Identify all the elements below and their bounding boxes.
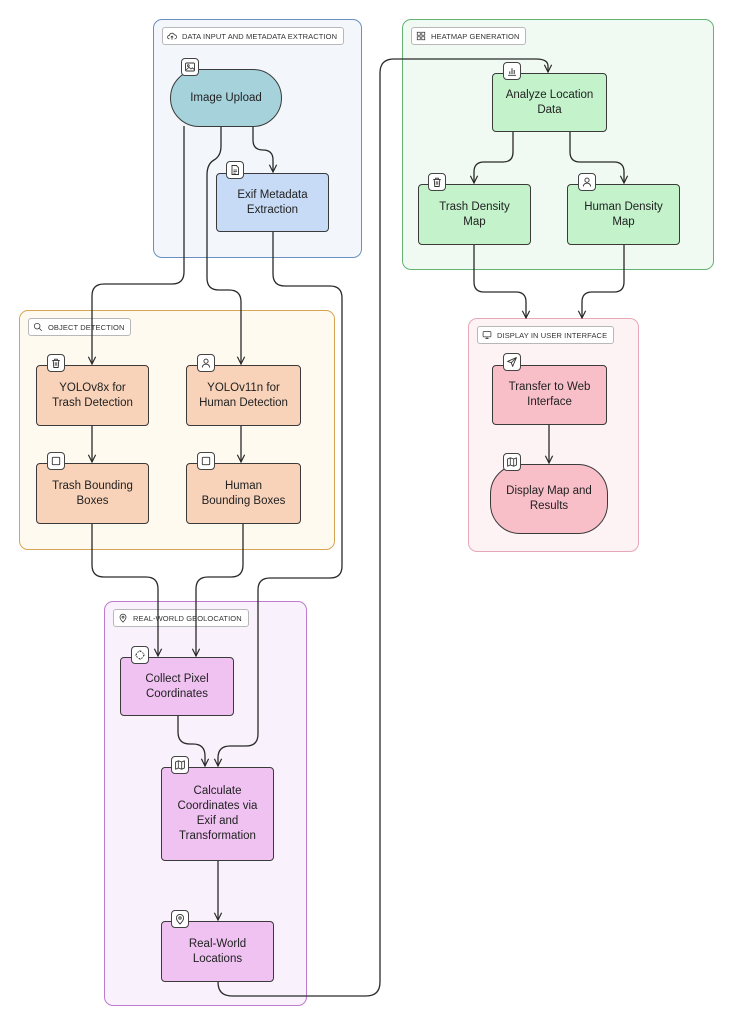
send-icon [503,353,521,371]
cloud-upload-icon [167,32,177,40]
group-label-data-input: DATA INPUT AND METADATA EXTRACTION [162,27,345,45]
node-image-upload[interactable]: Image Upload [170,69,282,127]
node-label: YOLOv8x for Trash Detection [52,381,133,409]
grid-icon [416,31,426,41]
group-title: DISPLAY IN USER INTERFACE [497,330,608,340]
node-trash-density-map[interactable]: Trash Density Map [418,184,531,245]
node-label: Trash Bounding Boxes [52,479,133,507]
node-human-bounding-boxes[interactable]: Human Bounding Boxes [186,463,301,524]
node-calculate-coordinates[interactable]: Calculate Coordinates via Exif and Trans… [161,767,274,861]
document-icon [226,161,244,179]
group-label-heatmap: HEATMAP GENERATION [411,27,527,45]
node-label: Analyze Location Data [505,88,594,116]
map-icon [171,756,189,774]
node-analyze-location-data[interactable]: Analyze Location Data [492,73,607,132]
map-pin-icon [171,910,189,928]
node-label: Exif Metadata Extraction [237,188,308,216]
map-icon [503,453,521,471]
trash-icon [428,173,446,191]
bar-chart-icon [503,62,521,80]
group-title: OBJECT DETECTION [48,322,125,332]
crosshair-icon [131,646,149,664]
node-label: Display Map and Results [506,485,592,512]
node-label: Image Upload [190,91,262,104]
group-label-object-detection: OBJECT DETECTION [28,318,132,336]
square-icon [47,452,65,470]
node-label: Trash Density Map [439,200,510,228]
node-label: YOLOv11n for Human Detection [199,381,288,409]
node-transfer-to-web-interface[interactable]: Transfer to Web Interface [492,365,607,425]
node-display-map-and-results[interactable]: Display Map and Results [490,464,608,534]
node-yolov8x-trash-detection[interactable]: YOLOv8x for Trash Detection [36,365,149,426]
node-label: Real-World Locations [188,937,247,965]
node-label: Human Bounding Boxes [201,479,286,507]
node-label: Transfer to Web Interface [508,381,591,408]
node-exif-metadata-extraction[interactable]: Exif Metadata Extraction [216,173,329,232]
group-title: DATA INPUT AND METADATA EXTRACTION [182,31,338,41]
group-title: HEATMAP GENERATION [431,31,520,41]
node-real-world-locations[interactable]: Real-World Locations [161,921,274,982]
group-label-geolocation: REAL-WORLD GEOLOCATION [113,609,249,627]
node-label: Human Density Map [584,200,663,228]
map-pin-icon [119,613,127,623]
node-yolov11n-human-detection[interactable]: YOLOv11n for Human Detection [186,365,301,426]
group-label-display: DISPLAY IN USER INTERFACE [477,326,615,344]
square-icon [197,452,215,470]
node-label: Collect Pixel Coordinates [145,672,209,700]
node-trash-bounding-boxes[interactable]: Trash Bounding Boxes [36,463,149,524]
image-icon [181,58,199,76]
monitor-icon [482,331,492,340]
node-human-density-map[interactable]: Human Density Map [567,184,680,245]
user-icon [578,173,596,191]
node-collect-pixel-coordinates[interactable]: Collect Pixel Coordinates [120,657,234,716]
user-icon [197,354,215,372]
node-label: Calculate Coordinates via Exif and Trans… [177,785,258,842]
trash-icon [47,354,65,372]
group-title: REAL-WORLD GEOLOCATION [133,613,242,623]
search-icon [33,322,43,332]
